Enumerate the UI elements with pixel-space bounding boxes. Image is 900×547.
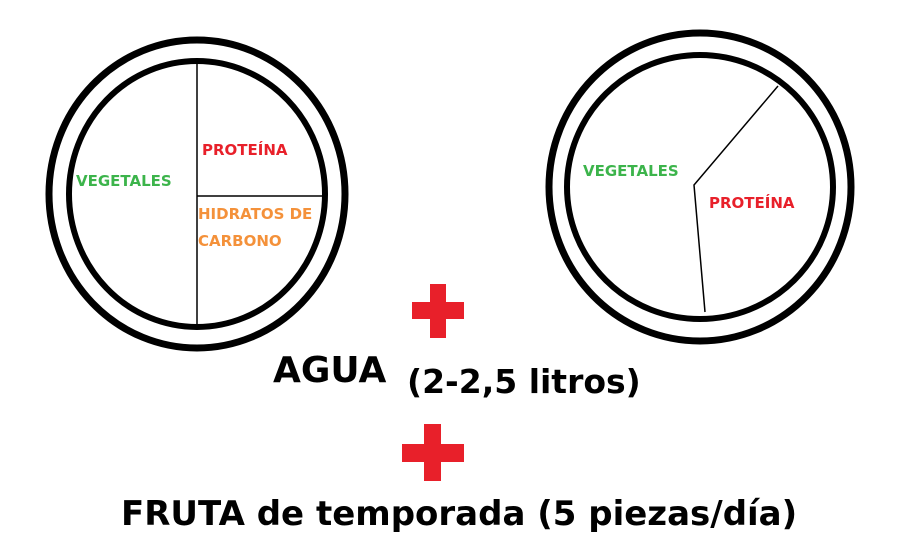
right-protein-label: PROTEÍNA xyxy=(709,193,795,212)
right-vegetables-label: VEGETALES xyxy=(583,162,679,180)
plus-icon xyxy=(402,424,464,481)
right-plate: VEGETALES PROTEÍNA xyxy=(545,29,855,345)
water-amount: (2-2,5 litros) xyxy=(407,362,641,401)
left-plate-outer-rim xyxy=(45,36,349,352)
right-plate-outer-rim xyxy=(545,29,855,345)
left-protein-label: PROTEÍNA xyxy=(202,140,288,159)
fruit-label: FRUTA de temporada (5 piezas/día) xyxy=(121,494,798,534)
water-label: AGUA xyxy=(273,350,387,391)
right-plate-divider xyxy=(693,85,779,313)
left-plate: VEGETALES PROTEÍNA HIDRATOS DE CARBONO xyxy=(45,36,349,352)
left-vegetables-label: VEGETALES xyxy=(76,172,172,190)
right-plate-inner-rim xyxy=(564,52,836,322)
plus-icon xyxy=(412,284,464,338)
left-carbs-label-line1: HIDRATOS DE xyxy=(198,205,312,223)
left-carbs-label-line2: CARBONO xyxy=(198,232,282,250)
